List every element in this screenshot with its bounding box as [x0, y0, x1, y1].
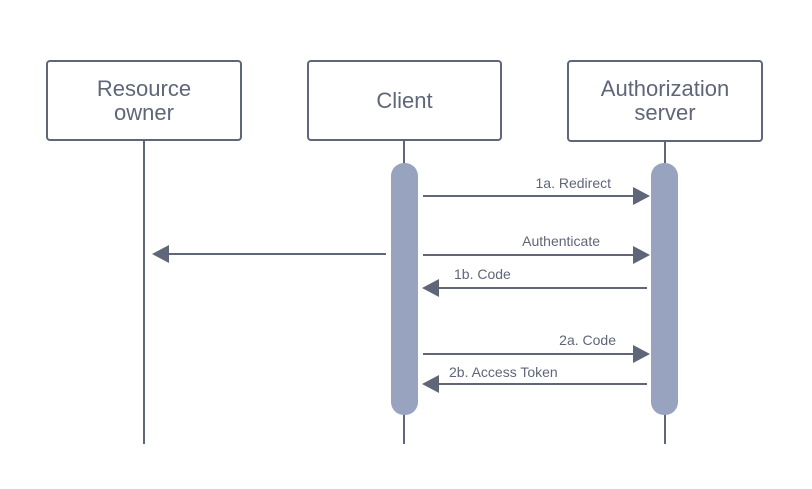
message-code-1b: 1b. Code — [422, 266, 647, 297]
message-redirect: 1a. Redirect — [423, 175, 650, 205]
message-redirect-arrowhead — [633, 187, 650, 205]
message-authenticate-arrowhead — [633, 246, 650, 264]
message-authenticate: Authenticate — [423, 233, 650, 264]
message-code-1b-arrowhead — [422, 279, 439, 297]
participant-resource-owner: Resource owner — [46, 60, 242, 141]
message-to-resource-owner — [152, 245, 386, 263]
message-code-2a-label: 2a. Code — [559, 332, 616, 348]
participant-client: Client — [307, 60, 502, 141]
activation-bar-client — [391, 163, 418, 415]
participant-resource-owner-label: Resource owner — [96, 75, 192, 125]
message-code-2a-arrowhead — [633, 345, 650, 363]
message-access-token-arrowhead — [422, 375, 439, 393]
message-access-token: 2b. Access Token — [422, 364, 647, 393]
message-code-2a: 2a. Code — [423, 332, 650, 363]
message-to-resource-owner-arrowhead — [152, 245, 169, 263]
message-authenticate-label: Authenticate — [522, 233, 600, 249]
participant-client-label: Client — [376, 87, 433, 113]
activation-bar-authorization-server — [651, 163, 678, 415]
message-access-token-label: 2b. Access Token — [449, 364, 558, 380]
participant-authorization-server-label: Authorization server — [600, 76, 730, 125]
participant-authorization-server: Authorization server — [567, 60, 763, 142]
message-code-1b-label: 1b. Code — [454, 266, 511, 282]
message-redirect-label: 1a. Redirect — [536, 175, 612, 191]
